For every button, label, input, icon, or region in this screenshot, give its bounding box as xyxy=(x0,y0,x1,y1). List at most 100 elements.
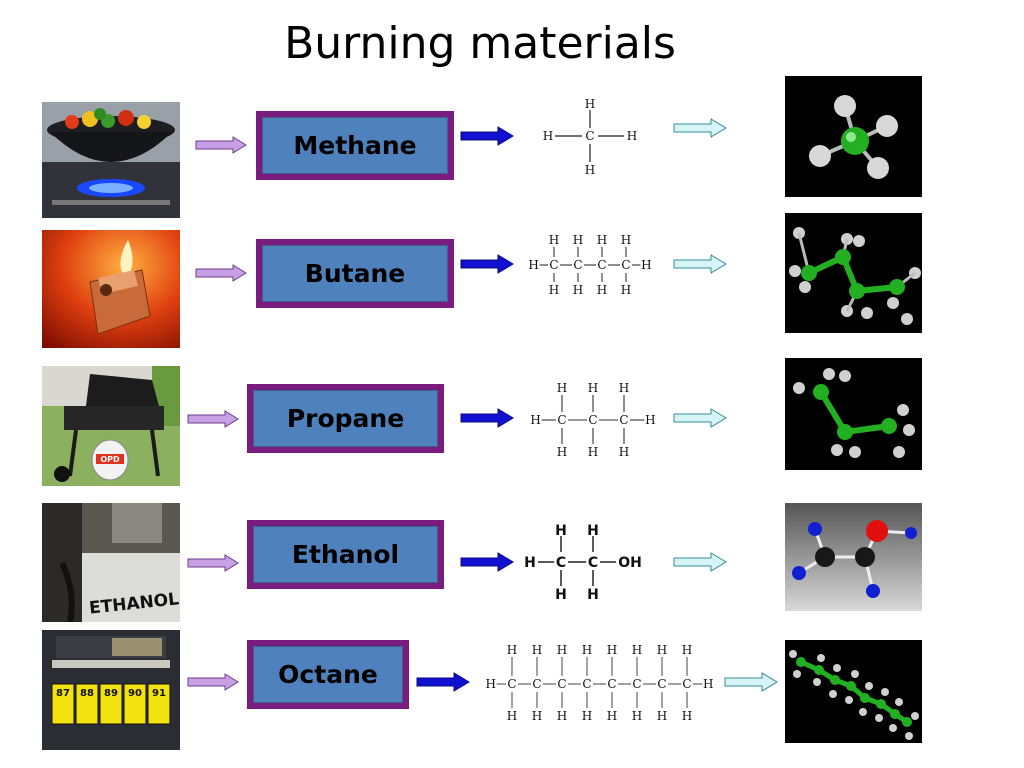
methane-label: Methane xyxy=(262,117,448,174)
atom-h: H xyxy=(619,381,629,395)
ethanol-3d-model xyxy=(785,503,922,611)
atom-h: H xyxy=(657,709,667,723)
atom-c: C xyxy=(607,677,616,691)
atom-h: H xyxy=(528,258,538,272)
atom-h: H xyxy=(585,97,595,111)
atom-c: C xyxy=(557,413,566,427)
methane-label-box: Methane xyxy=(256,111,454,180)
atom-h: H xyxy=(573,233,583,247)
atom-h: H xyxy=(587,523,599,539)
atom-h: H xyxy=(632,643,642,657)
atom-h: H xyxy=(597,283,607,297)
atom-h: H xyxy=(682,709,692,723)
atom-h: H xyxy=(532,643,542,657)
fuel-pump-display-image: 87 88 89 90 91 xyxy=(42,630,180,750)
atom-h: H xyxy=(682,643,692,657)
atom-h: H xyxy=(582,643,592,657)
atom-c: C xyxy=(585,129,594,143)
atom-c: C xyxy=(532,677,541,691)
atom-h: H xyxy=(557,643,567,657)
atom-h: H xyxy=(621,283,631,297)
octane-grade: 91 xyxy=(152,688,166,699)
label-to-structure-arrow xyxy=(460,126,514,146)
methane-3d-model xyxy=(785,76,922,197)
ethanol-label-box: Ethanol xyxy=(247,520,444,589)
atom-c: C xyxy=(657,677,666,691)
atom-h: H xyxy=(597,233,607,247)
atom-h: H xyxy=(619,445,629,459)
label-to-structure-arrow xyxy=(460,254,514,274)
atom-h: H xyxy=(657,643,667,657)
propane-structural-formula: H C H H C H H C H H H xyxy=(530,381,655,459)
atom-h: H xyxy=(582,709,592,723)
atom-h: H xyxy=(621,233,631,247)
atom-c: C xyxy=(557,677,566,691)
structure-to-model-arrow xyxy=(673,118,727,138)
methane-ball-stick-image xyxy=(809,95,898,179)
propane-ball-stick-image xyxy=(793,368,915,458)
atom-h: H xyxy=(557,709,567,723)
gas-stove-image xyxy=(42,102,180,218)
tank-label: OPD xyxy=(100,455,120,464)
atom-c: C xyxy=(507,677,516,691)
atom-h: H xyxy=(549,283,559,297)
atom-h: H xyxy=(530,413,540,427)
gas-stove-photo xyxy=(42,102,180,218)
atom-h: H xyxy=(645,413,655,427)
atom-c: C xyxy=(682,677,691,691)
atom-h: H xyxy=(555,523,567,539)
ethanol-pump-image: ETHANOL xyxy=(42,503,180,622)
fuel-pump-display-photo: 87 88 89 90 91 xyxy=(42,630,180,750)
octane-3d-model xyxy=(785,640,922,743)
ethanol-label: Ethanol xyxy=(253,526,438,583)
atom-oh: OH xyxy=(618,555,642,571)
grill-photo: OPD xyxy=(42,366,180,486)
photo-to-label-arrow xyxy=(187,410,239,428)
propane-label: Propane xyxy=(253,390,438,447)
atom-c: C xyxy=(588,555,598,571)
atom-h: H xyxy=(627,129,637,143)
structure-to-model-arrow xyxy=(673,254,727,274)
atom-h: H xyxy=(607,643,617,657)
atom-h: H xyxy=(641,258,651,272)
photo-to-label-arrow xyxy=(195,136,247,154)
grill-image: OPD xyxy=(42,366,180,486)
label-to-structure-arrow xyxy=(416,672,470,692)
atom-h: H xyxy=(588,381,598,395)
atom-c: C xyxy=(582,677,591,691)
atom-c: C xyxy=(549,258,558,272)
atom-h: H xyxy=(532,709,542,723)
atom-h: H xyxy=(557,381,567,395)
atom-c: C xyxy=(619,413,628,427)
butane-ball-stick-image xyxy=(789,227,921,325)
octane-ball-stick-image xyxy=(789,650,919,740)
octane-grade: 89 xyxy=(104,688,118,699)
atom-h: H xyxy=(549,233,559,247)
butane-label: Butane xyxy=(262,245,448,302)
atom-h: H xyxy=(555,587,567,602)
atom-h: H xyxy=(557,445,567,459)
octane-label: Octane xyxy=(253,646,403,703)
atom-h: H xyxy=(588,445,598,459)
octane-grade: 88 xyxy=(80,688,94,699)
lighter-photo xyxy=(42,230,180,348)
structure-to-model-arrow xyxy=(673,552,727,572)
atom-h: H xyxy=(632,709,642,723)
atom-c: C xyxy=(588,413,597,427)
label-to-structure-arrow xyxy=(460,552,514,572)
butane-label-box: Butane xyxy=(256,239,454,308)
octane-grade: 87 xyxy=(56,688,70,699)
structure-to-model-arrow xyxy=(673,408,727,428)
ethanol-structural-formula: H H H C C OH H H xyxy=(524,523,642,602)
atom-c: C xyxy=(632,677,641,691)
propane-label-box: Propane xyxy=(247,384,444,453)
ethanol-ball-stick-image xyxy=(785,503,922,611)
propane-3d-model xyxy=(785,358,922,470)
octane-grade: 90 xyxy=(128,688,142,699)
atom-h: H xyxy=(507,643,517,657)
label-to-structure-arrow xyxy=(460,408,514,428)
atom-h: H xyxy=(587,587,599,602)
